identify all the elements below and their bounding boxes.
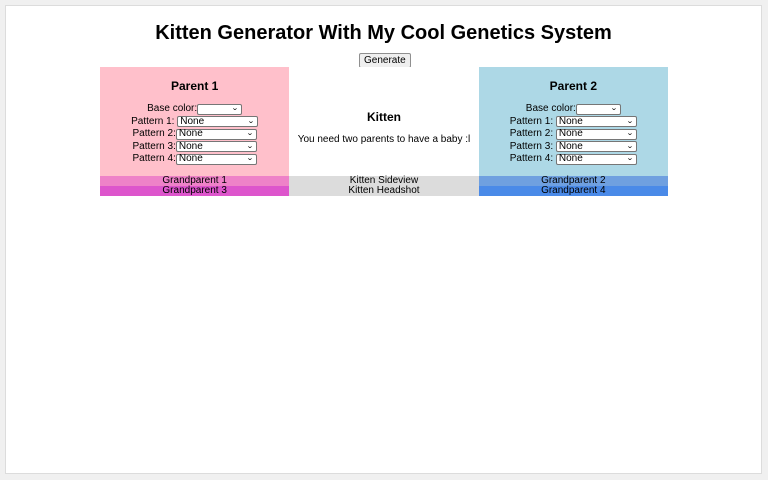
genetics-grid: Parent 1 Base color: ⌄ Pattern 1: None⌄ … <box>100 67 668 196</box>
chevron-down-icon: ⌄ <box>247 117 256 125</box>
grandparent-4: Grandparent 4 <box>478 186 668 196</box>
parent2-pattern1-label: Pattern 1: <box>509 115 554 127</box>
chevron-down-icon: ⌄ <box>626 155 634 162</box>
parent1-pattern3-label: Pattern 3: <box>132 140 176 152</box>
chevron-down-icon: ⌄ <box>626 142 634 150</box>
chevron-down-icon: ⌄ <box>610 105 618 112</box>
kitten-panel: Kitten You need two parents to have a ba… <box>289 67 479 176</box>
chevron-down-icon: ⌄ <box>246 142 254 150</box>
kitten-title: Kitten <box>366 110 401 124</box>
generate-button[interactable]: Generate <box>359 53 411 68</box>
parent2-pattern2-select[interactable]: None⌄ <box>555 128 637 140</box>
chevron-down-icon: ⌄ <box>231 105 240 112</box>
grandparent-1: Grandparent 1 <box>100 176 290 186</box>
parent1-pattern2-label: Pattern 2: <box>132 128 176 139</box>
grandparent-3: Grandparent 3 <box>100 186 290 196</box>
kitten-sideview: Kitten Sideview <box>289 176 479 186</box>
kitten-headshot: Kitten Headshot <box>289 186 479 196</box>
parent1-pattern4-select[interactable]: None⌄ <box>175 153 257 165</box>
parent2-pattern3-select[interactable]: None⌄ <box>555 141 637 153</box>
parent2-panel: Parent 2 Base color: ⌄ Pattern 1: None⌄ … <box>478 67 668 176</box>
parent1-pattern3-select[interactable]: None⌄ <box>175 141 257 153</box>
grandparent-2: Grandparent 2 <box>478 176 668 186</box>
parent2-base-color-select[interactable]: ⌄ <box>575 103 621 115</box>
chevron-down-icon: ⌄ <box>626 117 634 125</box>
page-container: Kitten Generator With My Cool Genetics S… <box>5 5 762 474</box>
parent1-title: Parent 1 <box>170 79 219 93</box>
chevron-down-icon: ⌄ <box>626 130 634 137</box>
parent1-pattern4-label: Pattern 4: <box>132 153 176 164</box>
parent2-pattern1-select[interactable]: None⌄ <box>555 116 637 128</box>
kitten-message: You need two parents to have a baby :l <box>297 134 471 145</box>
parent1-pattern2-select[interactable]: None⌄ <box>175 128 257 140</box>
parent2-pattern2-label: Pattern 2: <box>509 128 554 139</box>
parent1-base-color-select[interactable]: ⌄ <box>197 103 243 115</box>
parent1-pattern1-select[interactable]: None⌄ <box>177 116 259 128</box>
parent1-base-color-label: Base color: <box>147 103 198 114</box>
chevron-down-icon: ⌄ <box>246 155 254 162</box>
parent2-base-color-label: Base color: <box>525 103 576 114</box>
page-title: Kitten Generator With My Cool Genetics S… <box>155 22 612 44</box>
parent1-panel: Parent 1 Base color: ⌄ Pattern 1: None⌄ … <box>100 67 290 176</box>
parent2-pattern3-label: Pattern 3: <box>509 140 554 152</box>
parent1-pattern1-label: Pattern 1: <box>131 115 175 127</box>
parent2-pattern4-select[interactable]: None⌄ <box>555 153 637 165</box>
chevron-down-icon: ⌄ <box>246 130 254 137</box>
parent2-title: Parent 2 <box>549 79 597 93</box>
parent2-pattern4-label: Pattern 4: <box>509 153 554 164</box>
